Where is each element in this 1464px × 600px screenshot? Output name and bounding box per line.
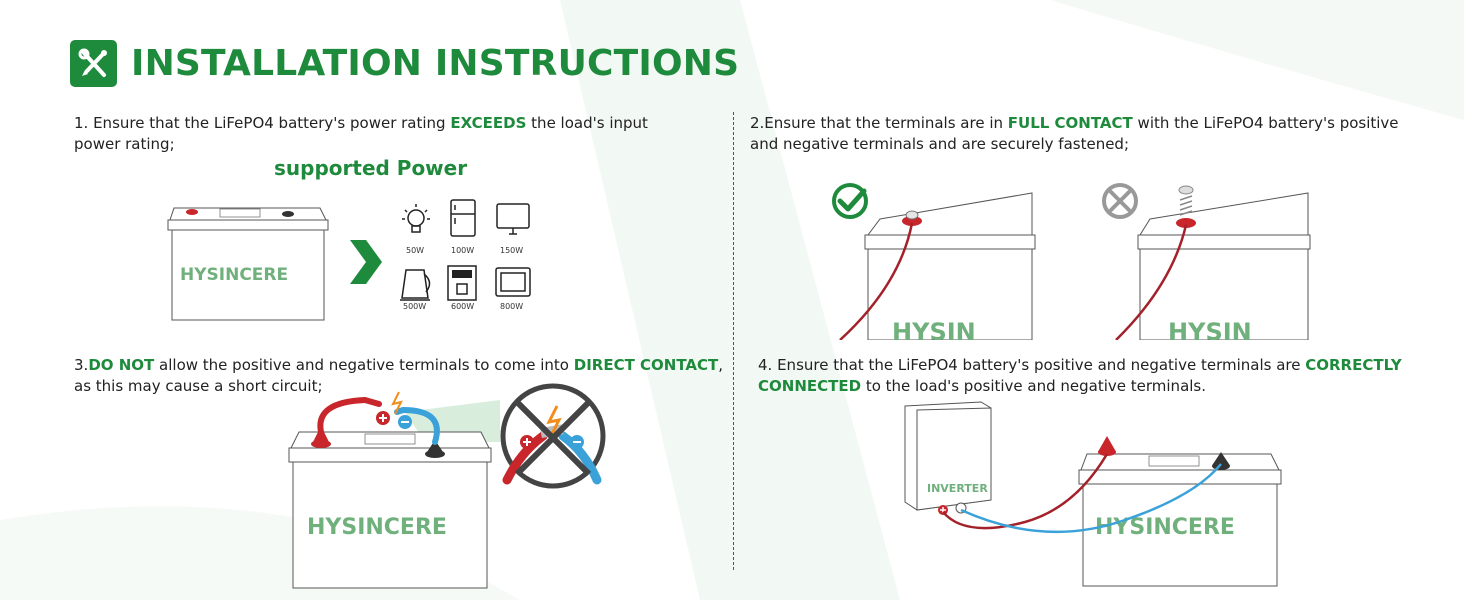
battery-brand-step3: HYSINCERE [307, 515, 447, 540]
step-4-text: 4. Ensure that the LiFePO4 battery's pos… [758, 355, 1418, 397]
step-1-illustration: HYSINCERE 50W 100W 150W 500W [167, 199, 531, 321]
step-2-text-start: 2.Ensure that the terminals are in [750, 114, 1008, 132]
load-watt-500: 500W [403, 302, 426, 311]
supported-power-label: supported Power [274, 156, 468, 180]
spark-icon [391, 391, 403, 415]
step-4-highlight: CORRECTLY CONNECTED [758, 356, 1402, 395]
coffee-machine-icon [447, 265, 477, 301]
column-divider [733, 112, 734, 570]
positive-cable [942, 453, 1109, 530]
step-2-illustration: HYSIN HYSIN [832, 183, 1311, 340]
negative-cable [960, 463, 1222, 534]
step-3-text-end: , as this may cause a short circuit; [74, 356, 724, 395]
load-watt-600: 600W [451, 302, 474, 311]
cross-icon [1102, 183, 1138, 219]
step-1-text-start: 1. Ensure that the LiFePO4 battery's pow… [74, 114, 451, 132]
kettle-icon [400, 269, 431, 301]
step-2-text: 2.Ensure that the terminals are in FULL … [750, 113, 1410, 155]
load-watt-50: 50W [406, 246, 424, 255]
load-watt-150: 150W [500, 246, 523, 255]
battery-brand-step1: HYSINCERE [180, 265, 288, 285]
step-2-text-end: with the LiFePO4 battery's positive and … [750, 114, 1399, 153]
step-2-highlight: FULL CONTACT [1007, 114, 1133, 132]
monitor-icon [496, 203, 530, 235]
arrow-right-icon [350, 240, 382, 284]
inverter: INVERTER [904, 401, 992, 515]
step-3-illustration: HYSINCERE [288, 383, 606, 589]
step-4-text-start: 4. Ensure that the LiFePO4 battery's pos… [758, 356, 1306, 374]
load-watt-800: 800W [500, 302, 523, 311]
battery-step1: HYSINCERE [167, 207, 329, 321]
step-1-text-end: the load's input power rating; [74, 114, 648, 153]
inverter-label: INVERTER [927, 482, 988, 495]
step-3-number: 3. [74, 356, 89, 374]
battery-brand-step2-correct: HYSIN [892, 318, 976, 340]
page-title: INSTALLATION INSTRUCTIONS [131, 43, 740, 84]
step-1-highlight: EXCEEDS [450, 114, 527, 132]
battery-brand-step4: HYSINCERE [1095, 515, 1235, 540]
step-3-highlight-2: DIRECT CONTACT [573, 356, 719, 374]
step-3-text: 3.DO NOT allow the positive and negative… [74, 355, 724, 397]
prohibited-icon [500, 383, 606, 489]
battery-step3: HYSINCERE [288, 391, 492, 589]
step-3-highlight-1: DO NOT [88, 356, 155, 374]
tools-icon [70, 40, 117, 87]
battery-correct-terminal: HYSIN [839, 192, 1036, 340]
battery-loose-terminal: HYSIN [1115, 185, 1311, 340]
load-watt-100: 100W [451, 246, 474, 255]
microwave-icon [495, 267, 531, 297]
light-bulb-icon [402, 204, 430, 233]
battery-brand-step2-loose: HYSIN [1168, 318, 1252, 340]
step-3-text-middle: allow the positive and negative terminal… [154, 356, 574, 374]
step-1-text: 1. Ensure that the LiFePO4 battery's pow… [74, 113, 654, 155]
fridge-icon [450, 199, 476, 237]
battery-step4: HYSINCERE [1078, 436, 1282, 587]
check-icon [832, 183, 868, 219]
header: INSTALLATION INSTRUCTIONS [70, 40, 739, 87]
step-4-text-end: to the load's positive and negative term… [861, 377, 1207, 395]
step-4-illustration: INVERTER HYSINCERE [904, 401, 1282, 587]
